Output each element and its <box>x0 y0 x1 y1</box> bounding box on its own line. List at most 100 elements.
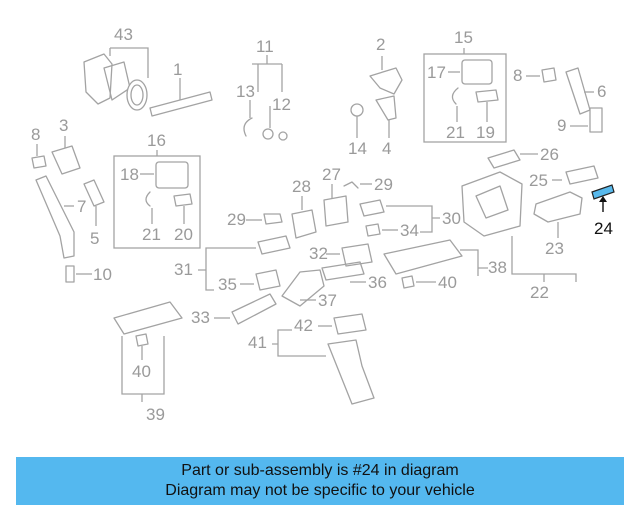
part-36-duct <box>321 261 365 281</box>
part-40-clip-b <box>135 333 149 347</box>
part-2-duct <box>369 67 403 95</box>
part-21-clip <box>451 87 459 105</box>
banner-line-1: Part or sub-assembly is #24 in diagram <box>181 462 459 479</box>
part-11-bulb <box>262 128 274 140</box>
leader-38 <box>460 249 488 276</box>
part-8-clip <box>541 67 557 83</box>
callout-5: 5 <box>90 229 99 248</box>
callout-40-b: 40 <box>132 362 151 381</box>
part-25-lens <box>565 165 599 185</box>
part-20-bezel <box>173 193 193 207</box>
part-32-duct <box>341 243 373 267</box>
part-21-clip-b <box>145 191 151 207</box>
callout-39: 39 <box>146 405 165 424</box>
callout-18: 18 <box>120 165 139 184</box>
part-22-cluster-housing <box>461 171 523 237</box>
part-29-link <box>343 181 359 189</box>
callout-22: 22 <box>530 283 549 302</box>
box-15 <box>423 53 507 143</box>
callout-8-a: 8 <box>31 125 40 144</box>
callout-11: 11 <box>256 37 274 56</box>
callout-20: 20 <box>174 225 193 244</box>
part-43-vent-assembly <box>83 53 148 111</box>
callout-40-a: 40 <box>438 273 457 292</box>
part-19-bezel <box>475 89 499 103</box>
part-18-vent <box>155 161 189 189</box>
part-27-actuator <box>323 195 349 227</box>
box-16 <box>113 155 201 249</box>
callout-21-b: 21 <box>142 225 161 244</box>
callout-17: 17 <box>427 63 446 82</box>
callout-30: 30 <box>442 209 461 228</box>
callout-14: 14 <box>348 139 367 158</box>
part-12-socket <box>278 131 288 141</box>
part-34-clip <box>365 223 381 237</box>
callout-26: 26 <box>540 145 559 164</box>
callout-6: 6 <box>597 82 606 101</box>
part-29-motor <box>263 213 283 225</box>
callout-13: 13 <box>236 82 255 101</box>
part-6-duct <box>565 67 591 115</box>
callout-36: 36 <box>368 273 387 292</box>
callout-31: 31 <box>174 260 193 279</box>
callout-21-a: 21 <box>446 123 465 142</box>
callout-23: 23 <box>545 239 564 258</box>
part-17-vent <box>461 59 493 85</box>
callout-32: 32 <box>309 244 328 263</box>
part-8-clip-left <box>31 155 47 169</box>
callout-4: 4 <box>382 139 391 158</box>
callout-25: 25 <box>529 171 548 190</box>
callout-37: 37 <box>318 291 337 310</box>
part-13-clip <box>243 117 253 137</box>
callout-8-b: 8 <box>513 66 522 85</box>
callout-28: 28 <box>292 177 311 196</box>
leader-41 <box>272 329 326 357</box>
part-1-trim-strip <box>149 91 213 117</box>
callout-19: 19 <box>476 123 495 142</box>
callout-1: 1 <box>173 60 182 79</box>
callout-29-b: 29 <box>374 175 393 194</box>
callout-24[interactable]: 24 <box>594 219 613 238</box>
callout-7: 7 <box>77 197 86 216</box>
part-23-bezel <box>533 191 583 223</box>
callout-3: 3 <box>59 116 68 135</box>
part-41-duct <box>327 339 375 405</box>
leader-24-arrow <box>599 196 607 202</box>
callout-10: 10 <box>93 265 112 284</box>
exploded-parts-diagram: 43 1 11 13 12 2 4 14 15 17 21 19 8 6 9 8… <box>31 25 615 424</box>
leader-31 <box>198 247 256 291</box>
callout-41: 41 <box>248 333 267 352</box>
part-3-vent <box>51 145 81 175</box>
part-37-duct <box>281 269 325 307</box>
part-4-bracket <box>375 95 397 121</box>
callout-35: 35 <box>218 275 237 294</box>
callout-15: 15 <box>454 28 473 47</box>
info-banner: Part or sub-assembly is #24 in diagram D… <box>16 457 624 505</box>
callout-43: 43 <box>114 25 133 44</box>
leader-22 <box>511 236 577 282</box>
part-14-grommet <box>350 103 364 117</box>
part-35-grille <box>255 269 281 291</box>
callout-27: 27 <box>322 165 341 184</box>
part-33-duct <box>231 293 277 325</box>
part-31-duct <box>257 235 291 255</box>
part-30-sensor <box>359 199 385 217</box>
leader-43 <box>109 47 149 78</box>
callout-33: 33 <box>191 308 210 327</box>
callout-42: 42 <box>294 316 313 335</box>
part-24-highlighted[interactable] <box>591 184 615 200</box>
callout-38: 38 <box>488 258 507 277</box>
leader-39 <box>121 336 165 402</box>
part-9-grille <box>589 107 603 133</box>
part-42-bezel <box>333 313 367 335</box>
part-22-cluster-opening <box>475 185 509 219</box>
part-28-actuator <box>291 209 317 239</box>
callout-16: 16 <box>147 131 166 150</box>
part-38-panel <box>383 239 463 275</box>
part-5-bracket <box>83 179 105 207</box>
callout-29-a: 29 <box>227 210 246 229</box>
callout-2: 2 <box>376 35 385 54</box>
leader-30 <box>386 205 440 233</box>
callout-34: 34 <box>400 221 419 240</box>
